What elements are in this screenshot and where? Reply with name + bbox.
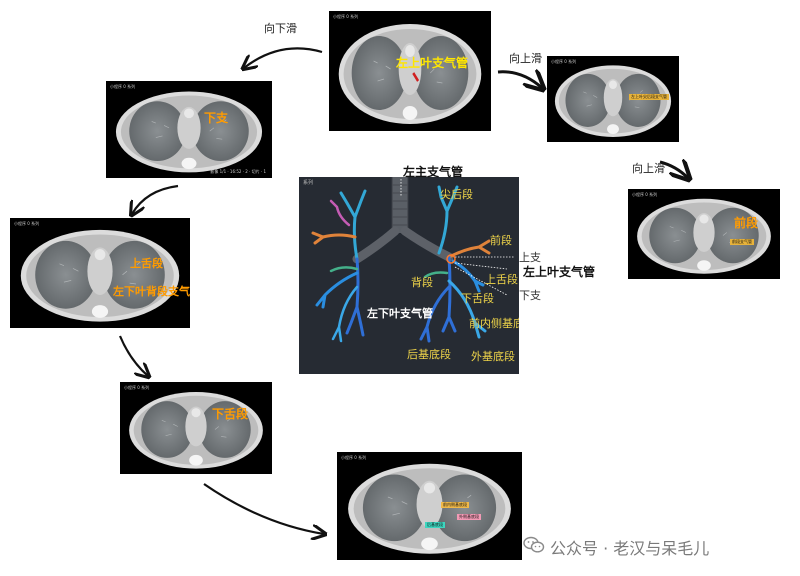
arrow-left3-to-bottom: [203, 483, 324, 534]
ct-scan-top-center: 小程序 0 系列 左上叶支气管: [329, 11, 491, 131]
label-anteromedial-basal: 前内侧基底段: [469, 317, 519, 330]
scan-header: 小程序 0 系列: [632, 192, 658, 197]
scan-label-inferior-branch: 下支: [204, 111, 229, 125]
label-superior-branch: 上支: [519, 251, 541, 264]
scan-header: 小程序 0 系列: [551, 59, 577, 64]
scan-label-anterior: 前段: [734, 216, 759, 230]
scan-header: 小程序 0 系列: [110, 84, 136, 89]
scan-label-left-upper-lobe-bronchus: 左上叶支气管: [396, 56, 469, 70]
scan-header: 小程序 0 系列: [341, 455, 367, 460]
scan-label-inferior-lingular: 下舌段: [212, 407, 249, 421]
arrow-top-to-left1: [244, 47, 323, 68]
ct-scan-right-2: 小程序 0 系列 前段 前段支气管: [628, 189, 780, 279]
label-apicoposterior: 尖后段: [440, 188, 473, 201]
arrow-left2-to-left3: [118, 335, 148, 376]
ct-scan-left-3: 小程序 0 系列 下舌段: [120, 382, 272, 474]
ct-scan-left-2: 小程序 0 系列 上舌段 左下叶背段支气管: [10, 218, 190, 328]
scan-tag-anteromedial-basal: 前内侧基底段: [441, 502, 469, 508]
wechat-icon: [523, 536, 545, 553]
label-anterior: 前段: [490, 234, 512, 247]
caption-scroll-down: 向下滑: [264, 22, 297, 35]
scan-tag-lateral-basal: 外侧基底段: [457, 514, 481, 520]
scan-header: 小程序 0 系列: [333, 14, 359, 19]
scan-footer: 影像 1/1 · 16:52 · 2 · 切片 · 1: [210, 169, 266, 174]
label-left-main-bronchus: 左主支气管: [403, 165, 464, 179]
tree-header: 系列: [303, 179, 313, 186]
arrow-top-to-right1: [497, 72, 542, 88]
scan-label-superior-lingular: 上舌段: [130, 257, 163, 270]
scan-tag-apicoposterior: 左上叶尖后段支气管: [629, 94, 669, 100]
caption-scroll-up-1: 向上滑: [509, 52, 542, 65]
scan-label-left-lower-lobe-superior: 左下叶背段支气管: [113, 285, 190, 298]
ct-scan-right-1: 小程序 0 系列 左上叶尖后段支气管: [547, 56, 679, 142]
scan-header: 小程序 0 系列: [124, 385, 150, 390]
ct-scan-bottom: 小程序 0 系列 前内侧基底段 外侧基底段 后基底段: [337, 452, 522, 560]
label-left-lower-lobe-bronchus: 左下叶支气管: [367, 307, 433, 320]
label-superior-segment: 背段: [411, 276, 433, 289]
scan-tag-anterior: 前段支气管: [730, 239, 754, 245]
scan-header: 小程序 0 系列: [14, 221, 40, 226]
bronchial-tree-diagram: 系列 尖后段 前段 上舌段 下舌段 背段 前内侧基底段 后基底段 外基底段 左下…: [299, 177, 519, 374]
watermark-text: 公众号 · 老汉与呆毛儿: [550, 539, 710, 558]
caption-scroll-up-2: 向上滑: [632, 162, 665, 175]
label-inferior-lingular: 下舌段: [461, 292, 494, 305]
label-superior-lingular: 上舌段: [485, 273, 518, 286]
label-left-upper-lobe-bronchus: 左上叶支气管: [523, 265, 596, 279]
scan-tag-posterior-basal: 后基底段: [425, 522, 445, 528]
label-posterior-basal: 后基底段: [407, 348, 451, 361]
label-inferior-branch: 下支: [519, 289, 541, 302]
ct-scan-left-1: 小程序 0 系列 影像 1/1 · 16:52 · 2 · 切片 · 1 下支: [106, 81, 272, 178]
arrow-left1-to-left2: [132, 184, 179, 214]
label-lateral-basal: 外基底段: [471, 350, 515, 363]
